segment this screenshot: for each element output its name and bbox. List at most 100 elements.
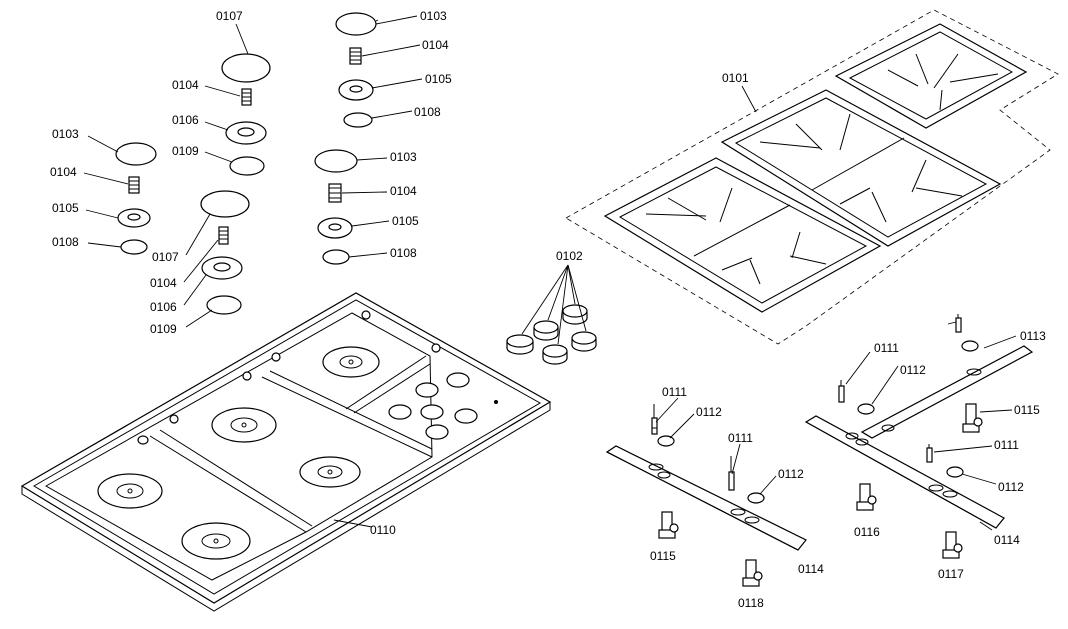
burner-seat bbox=[322, 346, 380, 378]
label-0111-c: 0111 bbox=[874, 341, 899, 355]
gasket-0108-a bbox=[343, 112, 373, 128]
nut-0112-e bbox=[946, 466, 964, 478]
ignitor-0111-d bbox=[838, 380, 845, 403]
knob bbox=[542, 344, 568, 365]
grate bbox=[834, 23, 1028, 129]
leader-0110 bbox=[333, 519, 373, 528]
nut-0112-d bbox=[857, 403, 875, 415]
grates-0101 bbox=[565, 9, 1059, 345]
burner-seat bbox=[211, 407, 277, 443]
electrode-0104-c bbox=[128, 176, 140, 194]
label-0104-top-left: 0104 bbox=[172, 78, 199, 92]
nut-0112-b bbox=[747, 492, 765, 504]
burner-cap-0107-b bbox=[200, 190, 250, 218]
part-labels: 0107 0103 0104 0105 0104 0108 0106 0103 … bbox=[50, 9, 1046, 610]
label-0104-top-right: 0104 bbox=[422, 38, 449, 52]
grate bbox=[603, 157, 882, 313]
burner-cap-0103-b bbox=[115, 142, 157, 166]
label-0114-left: 0114 bbox=[798, 562, 824, 576]
burner-seat bbox=[181, 522, 251, 560]
label-0108-mid: 0108 bbox=[390, 246, 417, 260]
valve-0118 bbox=[742, 559, 763, 587]
label-0108-top: 0108 bbox=[414, 105, 441, 119]
label-0104-mid: 0104 bbox=[390, 184, 417, 198]
label-0108-left: 0108 bbox=[52, 235, 79, 249]
ignitor-0111-c bbox=[955, 314, 962, 333]
leader-lines-left bbox=[83, 15, 423, 328]
cooktop-0110 bbox=[20, 292, 552, 612]
knob-hole bbox=[415, 382, 439, 398]
label-0117: 0117 bbox=[938, 567, 964, 581]
label-0103-top: 0103 bbox=[420, 9, 447, 23]
gasket-0109-b bbox=[206, 295, 242, 315]
burner-base-0106-a bbox=[225, 121, 267, 145]
manifold-0113 bbox=[838, 314, 1034, 439]
label-0114-right: 0114 bbox=[994, 533, 1020, 547]
label-0106-top: 0106 bbox=[172, 113, 199, 127]
knob-hole bbox=[388, 404, 412, 420]
gasket-0108-b bbox=[120, 239, 148, 255]
manifold-0114-left bbox=[605, 397, 807, 587]
electrode-0104-b bbox=[349, 47, 362, 65]
label-0110: 0110 bbox=[370, 523, 396, 537]
burner-cap-0107-a bbox=[221, 53, 271, 83]
knob-hole bbox=[454, 408, 478, 424]
label-0105-top: 0105 bbox=[425, 72, 452, 86]
valve-0116 bbox=[856, 483, 877, 511]
label-0112-d: 0112 bbox=[998, 480, 1024, 494]
label-0102: 0102 bbox=[556, 249, 583, 263]
label-0109-top: 0109 bbox=[172, 144, 199, 158]
valve-0117 bbox=[942, 531, 963, 559]
nut-0112-c bbox=[961, 340, 979, 352]
label-0104-lower: 0104 bbox=[150, 276, 177, 290]
label-0112-c: 0112 bbox=[900, 363, 926, 377]
burner-base-0106-b bbox=[201, 256, 243, 280]
ignitor-0111-e bbox=[926, 444, 933, 463]
label-0107-mid: 0107 bbox=[152, 250, 179, 264]
knob bbox=[571, 331, 597, 352]
ignitor-0111-a bbox=[651, 404, 658, 435]
label-0111-a: 0111 bbox=[662, 385, 687, 399]
knob-hole bbox=[446, 372, 470, 388]
valve-0115-a bbox=[658, 511, 679, 539]
label-0112-a: 0112 bbox=[696, 405, 722, 419]
label-0104-left: 0104 bbox=[50, 165, 77, 179]
label-0111-d: 0111 bbox=[994, 438, 1019, 452]
label-0118: 0118 bbox=[738, 596, 764, 610]
knob bbox=[506, 334, 534, 355]
gasket-0108-c bbox=[322, 249, 350, 265]
nut-0112-a bbox=[657, 435, 675, 447]
label-0103-mid: 0103 bbox=[390, 150, 417, 164]
manifold-0114-right bbox=[804, 415, 1005, 559]
knob bbox=[533, 320, 559, 341]
gasket-0109-a bbox=[229, 156, 265, 176]
label-0107-top: 0107 bbox=[216, 9, 243, 23]
label-0109-lower: 0109 bbox=[150, 322, 177, 336]
burner-cap-0103-c bbox=[314, 149, 358, 173]
label-0103-left: 0103 bbox=[52, 127, 79, 141]
label-0105-mid: 0105 bbox=[392, 214, 419, 228]
ignitor-0111-b bbox=[728, 456, 735, 491]
label-0101: 0101 bbox=[722, 71, 749, 85]
label-0116: 0116 bbox=[854, 525, 880, 539]
label-0113: 0113 bbox=[1020, 329, 1046, 343]
knob-hole bbox=[420, 404, 444, 420]
label-0115-b: 0115 bbox=[1014, 403, 1040, 417]
electrode-0104-d bbox=[218, 226, 229, 245]
burner-base-0105-a bbox=[338, 79, 374, 101]
burner-cap-0103-a bbox=[335, 12, 377, 36]
control-knobs-0102 bbox=[506, 264, 597, 365]
valve-0115-b bbox=[962, 403, 983, 433]
burner-base-0105-b bbox=[117, 208, 151, 228]
label-0106-lower: 0106 bbox=[150, 300, 177, 314]
grate bbox=[720, 89, 1002, 247]
electrode-0104-a bbox=[241, 88, 252, 106]
knob-hole bbox=[425, 424, 449, 440]
burner-base-0105-c bbox=[317, 217, 353, 239]
burner-seat bbox=[97, 473, 163, 509]
label-0115-a: 0115 bbox=[650, 549, 676, 563]
burner-seat bbox=[299, 456, 361, 488]
label-0111-b: 0111 bbox=[728, 431, 753, 445]
label-0112-b: 0112 bbox=[778, 467, 804, 481]
